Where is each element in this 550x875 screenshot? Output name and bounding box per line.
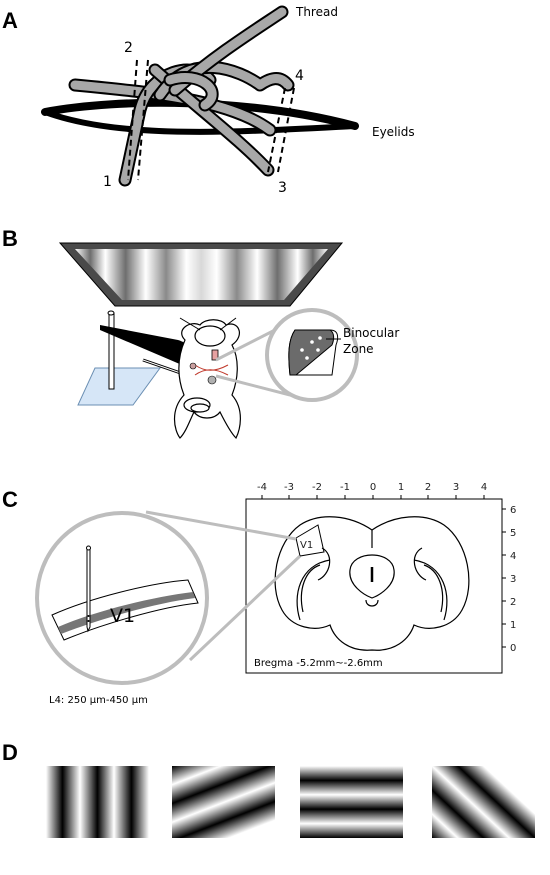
top-ruler xyxy=(261,495,485,499)
v1-small-label: V1 xyxy=(300,540,313,551)
top-tick-label: 0 xyxy=(370,482,376,493)
layer-4-label: L4: 250 μm-450 μm xyxy=(49,695,148,706)
right-tick-label: 6 xyxy=(510,505,516,516)
grating-horizontal xyxy=(300,766,403,838)
stitch-number-2: 2 xyxy=(124,40,133,56)
stitch-number-1: 1 xyxy=(103,174,112,190)
eyelids-label: Eyelids xyxy=(372,125,415,139)
top-tick-label: 2 xyxy=(425,482,431,493)
bregma-label: Bregma -5.2mm~-2.6mm xyxy=(254,658,383,669)
panel-a: A Thread Eyelids 1 2 xyxy=(2,5,415,196)
eyelid-lower xyxy=(42,109,358,135)
right-tick-label: 1 xyxy=(510,620,516,631)
panel-d-letter: D xyxy=(2,740,18,765)
panel-c-letter: C xyxy=(2,487,18,512)
right-ruler xyxy=(502,508,506,648)
top-tick-label: -2 xyxy=(312,482,322,493)
top-tick-label: 3 xyxy=(453,482,459,493)
mouse xyxy=(173,319,241,440)
magnifier-electrode xyxy=(86,547,91,633)
platform xyxy=(77,367,161,406)
pole xyxy=(108,312,115,390)
grating-diagonal-up xyxy=(432,766,535,838)
stitch-number-4: 4 xyxy=(295,68,304,84)
brain-section xyxy=(274,516,470,651)
binocular-zone-label-1: Binocular xyxy=(343,326,399,340)
top-tick-label: 4 xyxy=(481,482,487,493)
grating-vertical xyxy=(46,766,149,838)
electrode xyxy=(100,325,193,365)
top-tick-label: -1 xyxy=(340,482,350,493)
right-tick-label: 0 xyxy=(510,643,516,654)
red-tracts xyxy=(194,364,229,376)
stimulus-screen-grating xyxy=(75,249,328,300)
binocular-zone-shaded xyxy=(288,329,335,376)
grating-diagonal-down xyxy=(172,766,275,838)
coronal-section-box xyxy=(245,498,503,674)
panel-a-letter: A xyxy=(2,8,18,33)
thread-hidden-segments xyxy=(127,59,295,181)
binocular-zone-label-2: Zone xyxy=(343,342,374,356)
panel-b: B xyxy=(2,226,399,440)
thread-label: Thread xyxy=(295,5,338,19)
panel-c: C -4 -3 -2 -1 0 1 2 3 4 6 5 4 3 2 xyxy=(2,482,516,706)
right-tick-label: 3 xyxy=(510,574,516,585)
right-tick-label: 4 xyxy=(510,551,516,562)
stitch-number-3: 3 xyxy=(278,180,287,196)
v1-large-label: V1 xyxy=(110,605,135,627)
top-tick-label: -4 xyxy=(257,482,267,493)
top-tick-label: -3 xyxy=(284,482,294,493)
top-tick-label: 1 xyxy=(398,482,404,493)
panel-d: D xyxy=(2,740,535,838)
thread xyxy=(68,5,295,187)
right-tick-label: 5 xyxy=(510,528,516,539)
panel-b-letter: B xyxy=(2,226,18,251)
right-tick-label: 2 xyxy=(510,597,516,608)
